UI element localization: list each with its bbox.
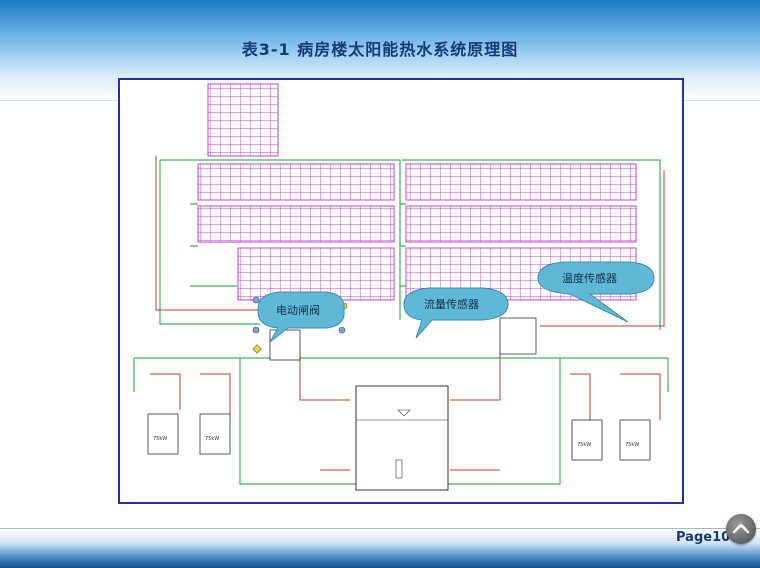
hot-water-pipes — [150, 156, 665, 471]
page-number: Page10 — [676, 530, 731, 545]
heat-pump-capacity-1: 75kW — [153, 436, 167, 442]
callout-flow-sensor-label: 流量传感器 — [424, 297, 479, 311]
footer-divider — [0, 528, 760, 529]
chevron-up-icon — [732, 523, 750, 534]
heat-pump-units: 75kW 75kW 75kW 75kW — [147, 413, 651, 461]
schematic-svg: 75kW 75kW 75kW 75kW 电动闸阀 流量传感器 温度传感器 — [133, 83, 669, 491]
cold-water-pipes — [133, 159, 669, 485]
heat-pump-capacity-4: 75kW — [625, 442, 639, 448]
schematic-diagram: 75kW 75kW 75kW 75kW 电动闸阀 流量传感器 温度传感器 — [118, 78, 684, 504]
callout-flow-sensor: 流量传感器 — [403, 287, 509, 339]
auxiliary-tanks — [269, 317, 537, 361]
callout-electric-valve-label: 电动闸阀 — [276, 303, 320, 317]
footer-band — [0, 530, 760, 568]
page-title: 表3-1 病房楼太阳能热水系统原理图 — [241, 40, 519, 59]
callout-temp-sensor-label: 温度传感器 — [562, 271, 617, 285]
callout-temp-sensor: 温度传感器 — [537, 261, 655, 323]
heat-pump-capacity-2: 75kW — [205, 436, 219, 442]
heat-pump-capacity-3: 75kW — [577, 442, 591, 448]
scroll-up-button[interactable] — [726, 514, 756, 544]
main-storage-tank — [355, 385, 449, 491]
callout-electric-valve: 电动闸阀 — [257, 291, 345, 343]
